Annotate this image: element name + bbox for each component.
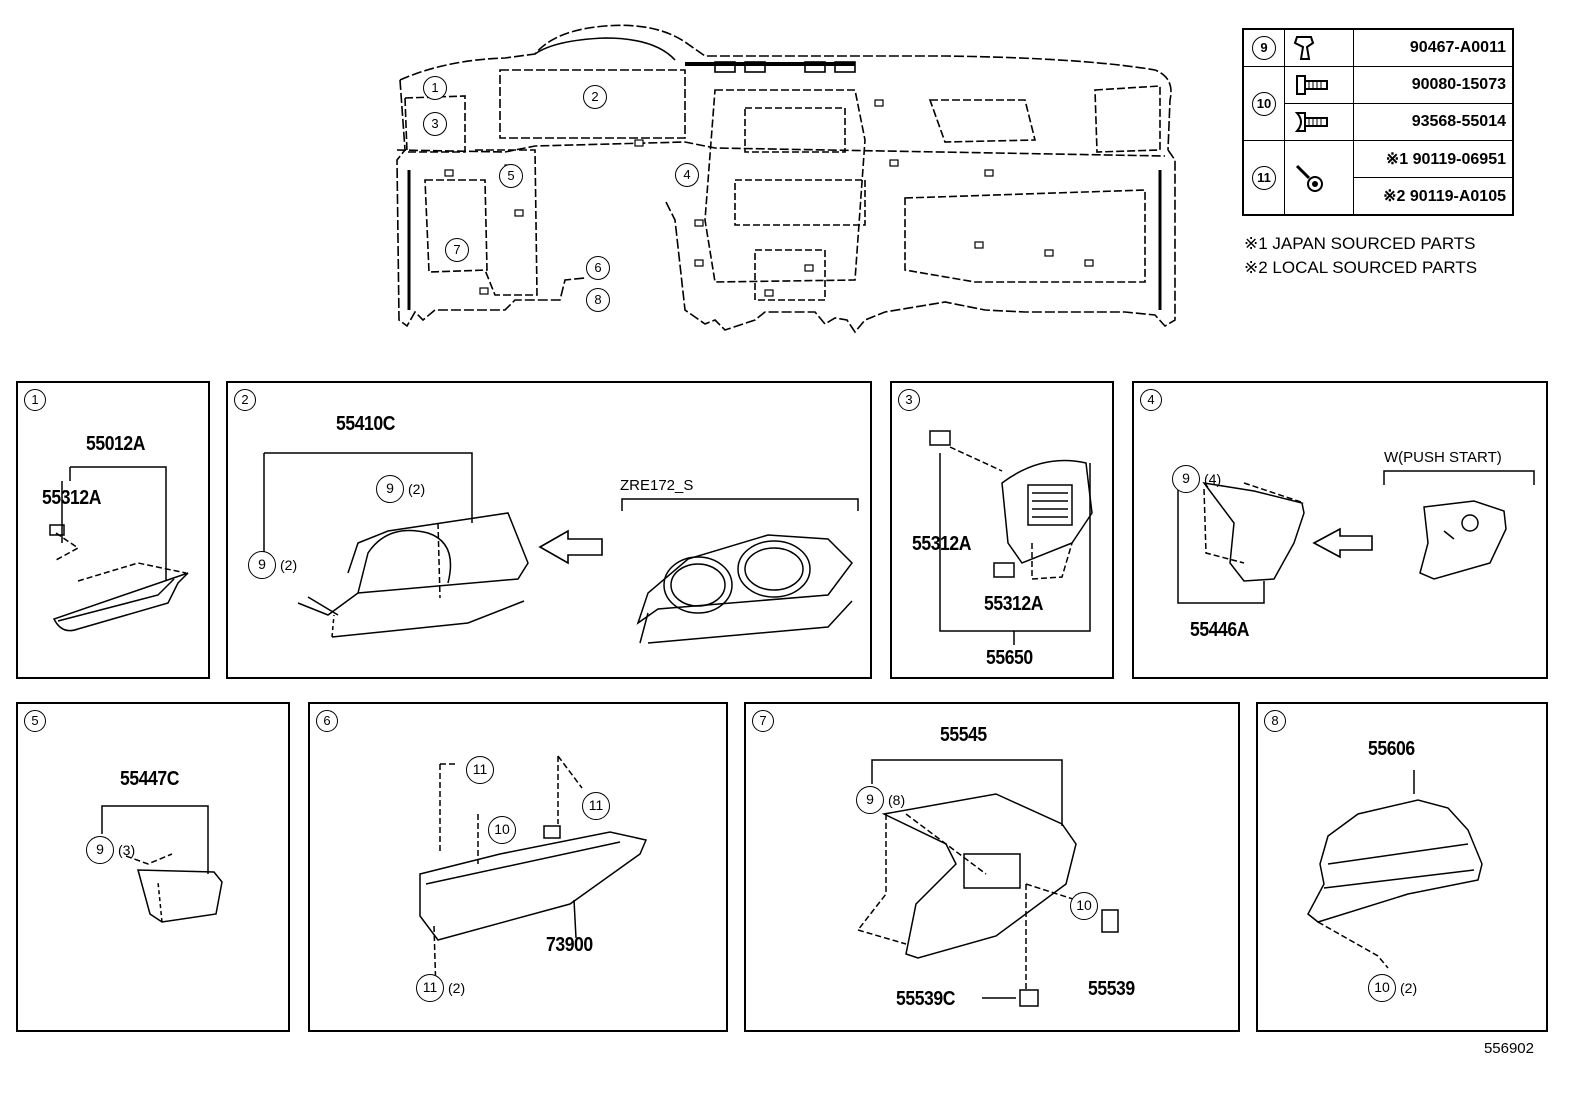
panel-3-drawing bbox=[929, 430, 1093, 645]
ref-9: 9 bbox=[1252, 36, 1276, 60]
overview-callout-5: 5 bbox=[499, 164, 523, 188]
panel-7-drawing bbox=[857, 759, 1119, 1007]
clip-ref-9: 9 bbox=[376, 475, 404, 503]
part-label-55446A: 55446A bbox=[1190, 619, 1250, 641]
clip-ref-9: 9 bbox=[1172, 465, 1200, 493]
clip-qty: (2) bbox=[1400, 980, 1418, 996]
fastener-table: 9 90467-A0011 10 90080-15073 93568-55014… bbox=[1242, 28, 1514, 216]
part-label-55312A: 55312A bbox=[42, 487, 102, 509]
fastener-row: 11 ※1 90119-06951 bbox=[1242, 140, 1514, 216]
variant-label: ZRE172_S bbox=[620, 477, 694, 494]
part-label-55545: 55545 bbox=[940, 724, 987, 746]
clip-ref-9: 9 bbox=[248, 551, 276, 579]
note-local-sourced: ※2 LOCAL SOURCED PARTS bbox=[1244, 258, 1478, 277]
overview-callout-6: 6 bbox=[586, 256, 610, 280]
fastener-row: 9 90467-A0011 bbox=[1242, 28, 1514, 67]
ref-11: 11 bbox=[1252, 165, 1276, 190]
part-label-55410C: 55410C bbox=[336, 413, 396, 435]
clip-ref-10: 10 bbox=[1368, 974, 1396, 1002]
clip-qty: (2) bbox=[448, 980, 466, 996]
panel-1: 1 55012A 55312A bbox=[16, 381, 210, 679]
clip-qty: (3) bbox=[118, 842, 136, 858]
panel-number: 6 bbox=[316, 710, 338, 732]
panel-number: 4 bbox=[1140, 389, 1162, 411]
screw-icon bbox=[1296, 75, 1328, 95]
clip-qty: (8) bbox=[888, 792, 906, 808]
fastener-row: ※2 90119-A0105 bbox=[1243, 177, 1514, 216]
fastener-row: 10 90080-15073 bbox=[1242, 66, 1514, 141]
clip-ref-11: 11 bbox=[466, 756, 494, 784]
diagram-id: 556902 bbox=[1483, 1040, 1534, 1057]
panel-number: 3 bbox=[898, 389, 920, 411]
panel-number: 1 bbox=[24, 389, 46, 411]
part-label-55447C: 55447C bbox=[120, 768, 180, 790]
clip-qty: (2) bbox=[280, 557, 298, 573]
panel-number: 8 bbox=[1264, 710, 1286, 732]
clip-ref-11: 11 bbox=[416, 974, 444, 1002]
part-label-55606: 55606 bbox=[1368, 738, 1415, 760]
panel-8: 8 55606 10 (2) bbox=[1256, 702, 1548, 1032]
panel-1-drawing bbox=[49, 466, 189, 632]
fastener-row: 93568-55014 bbox=[1243, 103, 1514, 141]
overview-callout-4: 4 bbox=[675, 163, 699, 187]
overview-callout-2: 2 bbox=[583, 85, 607, 109]
panel-4: 4 9 (4) 55446A W(PUSH START) bbox=[1132, 381, 1548, 679]
clip-ref-10: 10 bbox=[1070, 892, 1098, 920]
part-label-55012A: 55012A bbox=[86, 433, 146, 455]
ref-10: 10 bbox=[1252, 91, 1276, 116]
overview-diagram: 1 2 3 4 5 6 7 8 bbox=[385, 20, 1185, 350]
clip-qty: (4) bbox=[1204, 471, 1222, 487]
part-label-55312A: 55312A bbox=[984, 593, 1044, 615]
part-number: 90119-A0105 bbox=[1409, 188, 1506, 205]
clip-ref-11: 11 bbox=[582, 792, 610, 820]
clip-ref-10: 10 bbox=[488, 816, 516, 844]
overview-callout-3: 3 bbox=[423, 112, 447, 136]
part-number: 90080-15073 bbox=[1353, 66, 1514, 104]
part-label-55312A: 55312A bbox=[912, 533, 972, 555]
part-label-55539C: 55539C bbox=[896, 988, 956, 1010]
variant-label: W(PUSH START) bbox=[1384, 449, 1502, 466]
clip-ref-9: 9 bbox=[856, 786, 884, 814]
panel-5-drawing bbox=[101, 805, 223, 923]
overview-callout-7: 7 bbox=[445, 238, 469, 262]
panel-6: 6 11 11 10 73900 11 (2) bbox=[308, 702, 728, 1032]
source-mark: ※1 bbox=[1385, 151, 1409, 168]
panel-number: 7 bbox=[752, 710, 774, 732]
panel-2: 2 55410C 9 (2) 9 (2) ZRE172_S bbox=[226, 381, 872, 679]
part-number: 93568-55014 bbox=[1353, 103, 1514, 141]
clip-qty: (2) bbox=[408, 481, 426, 497]
bolt-icon bbox=[1295, 164, 1323, 192]
part-label-73900: 73900 bbox=[546, 934, 593, 956]
screw-icon bbox=[1294, 112, 1328, 132]
part-number: 90119-06951 bbox=[1412, 151, 1506, 168]
part-label-55650: 55650 bbox=[986, 647, 1033, 669]
source-mark: ※2 bbox=[1383, 188, 1406, 205]
note-japan-sourced: ※1 JAPAN SOURCED PARTS bbox=[1244, 234, 1476, 253]
panel-number: 5 bbox=[24, 710, 46, 732]
part-number: 90467-A0011 bbox=[1353, 28, 1514, 67]
overview-callout-8: 8 bbox=[586, 288, 610, 312]
panel-5: 5 55447C 9 (3) bbox=[16, 702, 290, 1032]
clip-icon bbox=[1293, 36, 1315, 60]
overview-callout-1: 1 bbox=[423, 76, 447, 100]
part-label-55539: 55539 bbox=[1088, 978, 1135, 1000]
dashboard-drawing bbox=[396, 24, 1176, 334]
clip-ref-9: 9 bbox=[86, 836, 114, 864]
panel-3: 3 55312A 55312A 55650 bbox=[890, 381, 1114, 679]
panel-2-drawing bbox=[263, 452, 859, 644]
panel-number: 2 bbox=[234, 389, 256, 411]
panel-6-drawing bbox=[419, 755, 648, 995]
panel-7: 7 55545 9 (8) 10 55539C 55539 bbox=[744, 702, 1240, 1032]
